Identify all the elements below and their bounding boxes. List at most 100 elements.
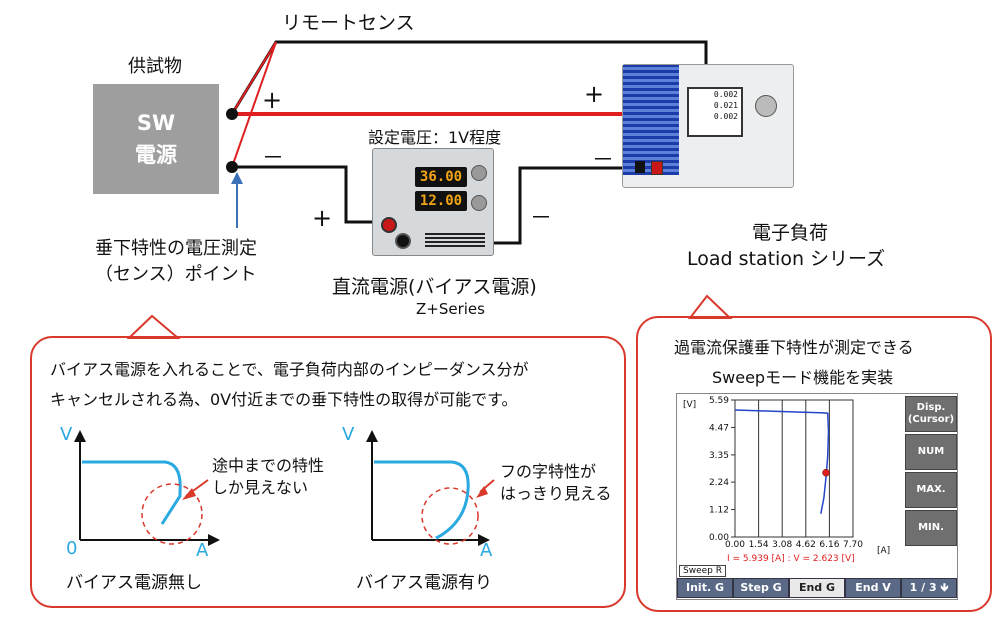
y-tick-label: 0.00 xyxy=(709,533,729,543)
load-series: Load station シリーズ xyxy=(687,248,886,270)
cursor-marker xyxy=(822,468,830,477)
graph1-note-line2: しか見えない xyxy=(212,478,309,497)
callout-right-line2: Sweepモード機能を実装 xyxy=(712,368,894,387)
set-voltage-label: 設定電圧：1V程度 xyxy=(368,128,502,147)
tab-step-g[interactable]: Step G xyxy=(733,578,789,598)
dut-box: SW 電源 xyxy=(93,84,219,194)
dut-plus-terminal xyxy=(226,108,238,120)
graph2-note-line2: はっきり見える xyxy=(500,484,612,503)
plus-sign-bias: + xyxy=(312,204,333,232)
bias-supply-label: 直流電源(バイアス電源) xyxy=(332,276,537,298)
bias-power-supply: 36.00 12.00 xyxy=(372,148,494,256)
sense-point-line1: 垂下特性の電圧測定 xyxy=(95,238,257,259)
load-title: 電子負荷 xyxy=(752,222,829,244)
x-tick-label: 7.70 xyxy=(843,540,863,550)
load-side-vent xyxy=(623,65,679,175)
max-button[interactable]: MAX. xyxy=(905,472,957,508)
graph1-focus-circle xyxy=(141,483,203,545)
graph2-v-label: V xyxy=(342,424,355,445)
x-tick-label: 1.54 xyxy=(749,540,769,550)
graph1-curve xyxy=(82,460,182,525)
dut-minus-terminal xyxy=(226,161,238,173)
graph2-focus-circle xyxy=(421,487,479,545)
electronic-load: 0.002 0.021 0.002 xyxy=(622,64,794,188)
callout-left xyxy=(30,336,626,608)
sense-red-wire xyxy=(231,41,277,115)
load-knob xyxy=(755,95,777,117)
psu-display-top: 36.00 xyxy=(415,167,467,187)
graph2-caption: バイアス電源有り xyxy=(356,573,492,593)
dut-title: 供試物 xyxy=(128,56,182,77)
callout-left-line2: キャンセルされる為、0V付近までの垂下特性の取得が可能です。 xyxy=(50,390,518,409)
minus-sign-load: － xyxy=(592,148,615,173)
min-button[interactable]: MIN. xyxy=(905,510,957,546)
callout-right-line1: 過電流保護垂下特性が測定できる xyxy=(674,338,914,357)
psu-minus-terminal xyxy=(395,233,411,249)
graph1-note-arrowhead xyxy=(182,488,196,500)
y-tick-label: 1.12 xyxy=(709,506,729,516)
load-screen: 0.002 0.021 0.002 xyxy=(687,87,743,137)
psu-plus-terminal xyxy=(381,217,397,233)
tab-end-g[interactable]: End G xyxy=(789,578,845,598)
x-tick-label: 4.62 xyxy=(796,540,816,550)
x-tick-label: 3.08 xyxy=(772,540,792,550)
disp-cursor-button[interactable]: Disp. (Cursor) xyxy=(905,396,957,432)
graph2-curve xyxy=(374,460,470,540)
y-tick-label: 5.59 xyxy=(709,396,729,406)
minus-sign-bias: － xyxy=(530,206,553,231)
remote-sense-label: リモートセンス xyxy=(282,12,415,34)
minus-to-bias-wire xyxy=(232,165,383,224)
sweep-curve xyxy=(734,409,830,514)
minus-sign-dut: － xyxy=(262,146,285,171)
y-tick-label: 3.35 xyxy=(709,451,729,461)
sweep-mode-label: Sweep R xyxy=(679,565,726,577)
callout-left-line1: バイアス電源を入れることで、電子負荷内部のインピーダンス分が xyxy=(50,360,529,379)
graph1-origin: 0 xyxy=(66,538,78,559)
dut-line2: 電源 xyxy=(135,143,177,167)
sense-point-line2: （センス）ポイント xyxy=(95,264,257,285)
sense-arrow-head xyxy=(231,172,243,184)
load-plus-terminal xyxy=(651,161,663,175)
graph1-v-label: V xyxy=(60,424,73,445)
psu-display-bottom: 12.00 xyxy=(415,191,467,211)
graph1-v-arrow xyxy=(74,430,86,442)
graph2-v-arrow xyxy=(366,430,378,442)
load-amp: 0.021 xyxy=(713,101,738,110)
characteristic-graphs xyxy=(74,430,495,546)
graph1-caption: バイアス電源無し xyxy=(66,573,202,593)
plot-area xyxy=(734,399,854,538)
plus-sign-load: + xyxy=(584,80,605,108)
y-tick-label: 4.47 xyxy=(709,423,729,433)
plus-sign-dut: + xyxy=(262,86,283,114)
load-minus-terminal xyxy=(635,161,645,173)
callout-left-pointer xyxy=(126,314,181,339)
graph2-a-arrow xyxy=(478,534,490,546)
x-tick-label: 6.16 xyxy=(819,540,839,550)
load-watt: 0.002 xyxy=(713,112,738,121)
load-volt: 0.002 xyxy=(713,90,738,99)
graph1-a-arrow xyxy=(208,534,220,546)
tab-init-g[interactable]: Init. G xyxy=(677,578,733,598)
graph2-note-line1: フの字特性が xyxy=(500,462,597,481)
tab-page[interactable]: 1 / 3 🡻 xyxy=(901,578,957,598)
x-unit: [A] xyxy=(877,546,891,556)
graph2-note-arrowhead xyxy=(476,486,488,498)
psu-knob-top xyxy=(471,165,487,181)
graph2-a-label: A xyxy=(480,540,493,561)
disp-line1: Disp. xyxy=(916,402,946,413)
disp-line2: (Cursor) xyxy=(907,414,955,425)
psu-vent xyxy=(425,233,485,247)
graph1-a-label: A xyxy=(196,540,209,561)
y-unit: [V] xyxy=(683,400,697,410)
y-tick-label: 2.24 xyxy=(709,478,729,488)
callout-right xyxy=(636,316,992,612)
num-button[interactable]: NUM xyxy=(905,434,957,470)
dut-line1: SW xyxy=(136,111,176,135)
callout-right-pointer xyxy=(687,294,733,319)
sense-red-wire-2 xyxy=(231,41,277,168)
tab-end-v[interactable]: End V xyxy=(845,578,901,598)
sweep-readout: I = 5.939 [A] : V = 2.623 [V] xyxy=(727,554,855,564)
graph1-note-line1: 途中までの特性 xyxy=(212,456,325,475)
